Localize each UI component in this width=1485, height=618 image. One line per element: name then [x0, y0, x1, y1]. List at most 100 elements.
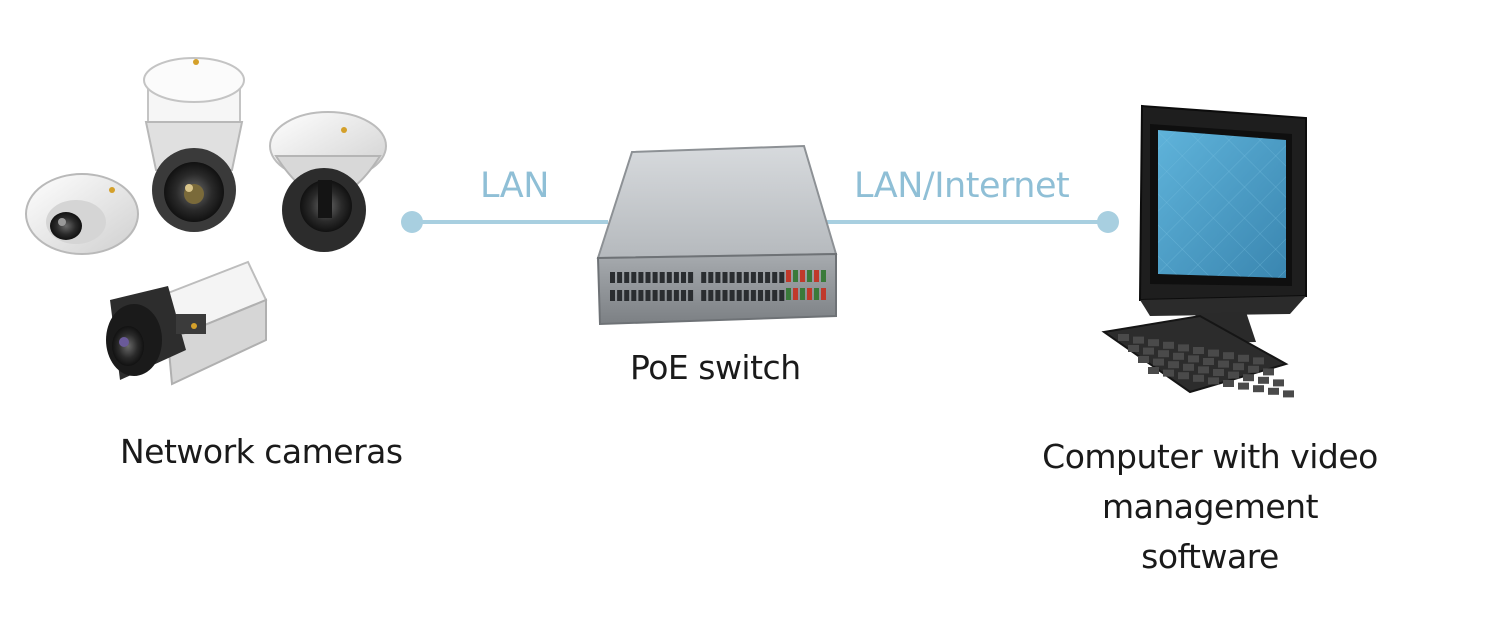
switch-port	[772, 272, 777, 283]
switch-port	[737, 290, 742, 301]
node-label-network-cameras: Network cameras	[120, 432, 403, 471]
switch-port	[779, 290, 784, 301]
keyboard-key	[1148, 339, 1159, 346]
switch-port	[610, 290, 615, 301]
switch-port	[751, 290, 756, 301]
keyboard-key	[1193, 347, 1204, 354]
keyboard-key	[1178, 344, 1189, 351]
switch-port	[701, 272, 706, 283]
switch-port	[723, 272, 728, 283]
switch-port	[646, 290, 651, 301]
keyboard-key	[1238, 355, 1249, 362]
switch-port	[765, 290, 770, 301]
switch-uplink-port	[821, 288, 826, 300]
switch-port	[624, 272, 629, 283]
keyboard-key	[1208, 350, 1219, 357]
switch-uplink-port	[821, 270, 826, 282]
node-label-computer: Computer with video management software	[1030, 432, 1390, 582]
switch-port	[638, 290, 643, 301]
switch-port	[751, 272, 756, 283]
switch-port	[631, 290, 636, 301]
switch-port	[737, 272, 742, 283]
switch-port	[688, 290, 693, 301]
keyboard-key	[1118, 334, 1129, 341]
keyboard-key	[1143, 348, 1154, 355]
keyboard-key	[1223, 380, 1234, 387]
keyboard-key	[1198, 366, 1209, 373]
keyboard-key	[1163, 342, 1174, 349]
link-endpoint-dot	[401, 211, 423, 233]
keyboard-key	[1153, 359, 1164, 366]
switch-port	[617, 272, 622, 283]
dome-camera-icon	[270, 112, 386, 252]
node-label-poe-switch: PoE switch	[630, 348, 801, 387]
switch-port	[708, 272, 713, 283]
link-label-lan: LAN	[480, 166, 549, 206]
switch-port	[779, 272, 784, 283]
poe-switch-icon	[598, 146, 836, 324]
keyboard-key	[1133, 337, 1144, 344]
keyboard-key	[1243, 374, 1254, 381]
switch-port	[660, 290, 665, 301]
link-endpoint-dot	[1097, 211, 1119, 233]
switch-port	[765, 272, 770, 283]
keyboard-key	[1128, 345, 1139, 352]
computer-icon	[1104, 106, 1306, 397]
switch-port	[772, 290, 777, 301]
link-lan-line	[401, 211, 608, 233]
switch-port	[631, 272, 636, 283]
switch-uplink-port	[807, 288, 812, 300]
keyboard-key	[1158, 350, 1169, 357]
keyboard-key	[1273, 379, 1284, 386]
ptz-camera-icon	[144, 58, 244, 232]
keyboard-key	[1248, 366, 1259, 373]
keyboard-key	[1258, 377, 1269, 384]
switch-port	[674, 272, 679, 283]
switch-port	[701, 290, 706, 301]
switch-port	[624, 290, 629, 301]
box-camera-icon	[106, 262, 266, 384]
mini-dome-camera-icon	[26, 174, 138, 254]
link-label-lan-internet: LAN/Internet	[854, 166, 1069, 206]
switch-uplink-port	[786, 288, 791, 300]
switch-uplink-port	[800, 288, 805, 300]
network-cameras-icon	[26, 58, 386, 384]
switch-port	[758, 290, 763, 301]
keyboard-key	[1253, 357, 1264, 364]
switch-port	[723, 290, 728, 301]
keyboard-key	[1228, 372, 1239, 379]
keyboard-key	[1213, 369, 1224, 376]
switch-uplink-port	[793, 288, 798, 300]
keyboard-key	[1233, 363, 1244, 370]
keyboard-key	[1178, 372, 1189, 379]
link-lan-internet-line	[826, 211, 1119, 233]
keyboard-key	[1268, 388, 1279, 395]
switch-uplink-port	[814, 270, 819, 282]
switch-port	[715, 272, 720, 283]
keyboard-key	[1183, 364, 1194, 371]
switch-port	[646, 272, 651, 283]
keyboard-key	[1188, 355, 1199, 362]
switch-port	[610, 272, 615, 283]
keyboard-key	[1208, 377, 1219, 384]
switch-port	[674, 290, 679, 301]
switch-port	[708, 290, 713, 301]
keyboard-key	[1168, 361, 1179, 368]
keyboard-key	[1138, 356, 1149, 363]
switch-port	[653, 290, 658, 301]
switch-port	[660, 272, 665, 283]
keyboard-key	[1203, 358, 1214, 365]
keyboard-key	[1218, 361, 1229, 368]
keyboard-key	[1173, 353, 1184, 360]
switch-uplink-port	[800, 270, 805, 282]
switch-port	[681, 272, 686, 283]
switch-port	[744, 290, 749, 301]
keyboard-key	[1223, 352, 1234, 359]
switch-port	[667, 272, 672, 283]
switch-port	[653, 272, 658, 283]
switch-uplink-port	[786, 270, 791, 282]
switch-port	[758, 272, 763, 283]
switch-port	[688, 272, 693, 283]
switch-port	[715, 290, 720, 301]
switch-port	[667, 290, 672, 301]
